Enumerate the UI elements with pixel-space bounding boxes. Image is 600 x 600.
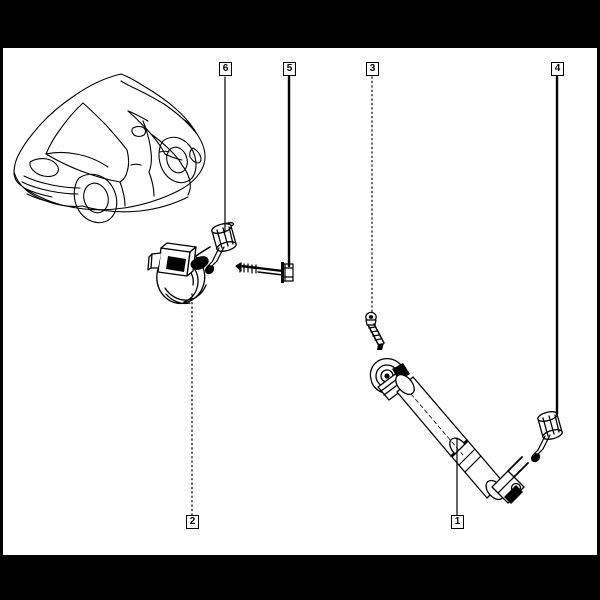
vehicle-illustration xyxy=(13,73,206,224)
part-long-through-bolt xyxy=(235,262,294,283)
top-letterbox-bar xyxy=(0,0,600,48)
part-upper-mount-bump-stop xyxy=(147,242,211,305)
part-lower-bushing xyxy=(530,411,563,463)
part-shock-absorber-body xyxy=(369,357,529,504)
leader-lines xyxy=(191,75,559,516)
part-piston-rod-stud xyxy=(365,311,385,350)
right-frame-edge xyxy=(597,48,600,555)
callout-6[interactable]: 6 xyxy=(219,62,232,76)
callout-3[interactable]: 3 xyxy=(366,62,379,76)
callout-2[interactable]: 2 xyxy=(186,515,199,529)
left-frame-edge xyxy=(0,48,3,555)
bottom-letterbox-bar xyxy=(0,555,600,600)
callout-4[interactable]: 4 xyxy=(551,62,564,76)
callout-1[interactable]: 1 xyxy=(451,515,464,529)
callout-5[interactable]: 5 xyxy=(283,62,296,76)
